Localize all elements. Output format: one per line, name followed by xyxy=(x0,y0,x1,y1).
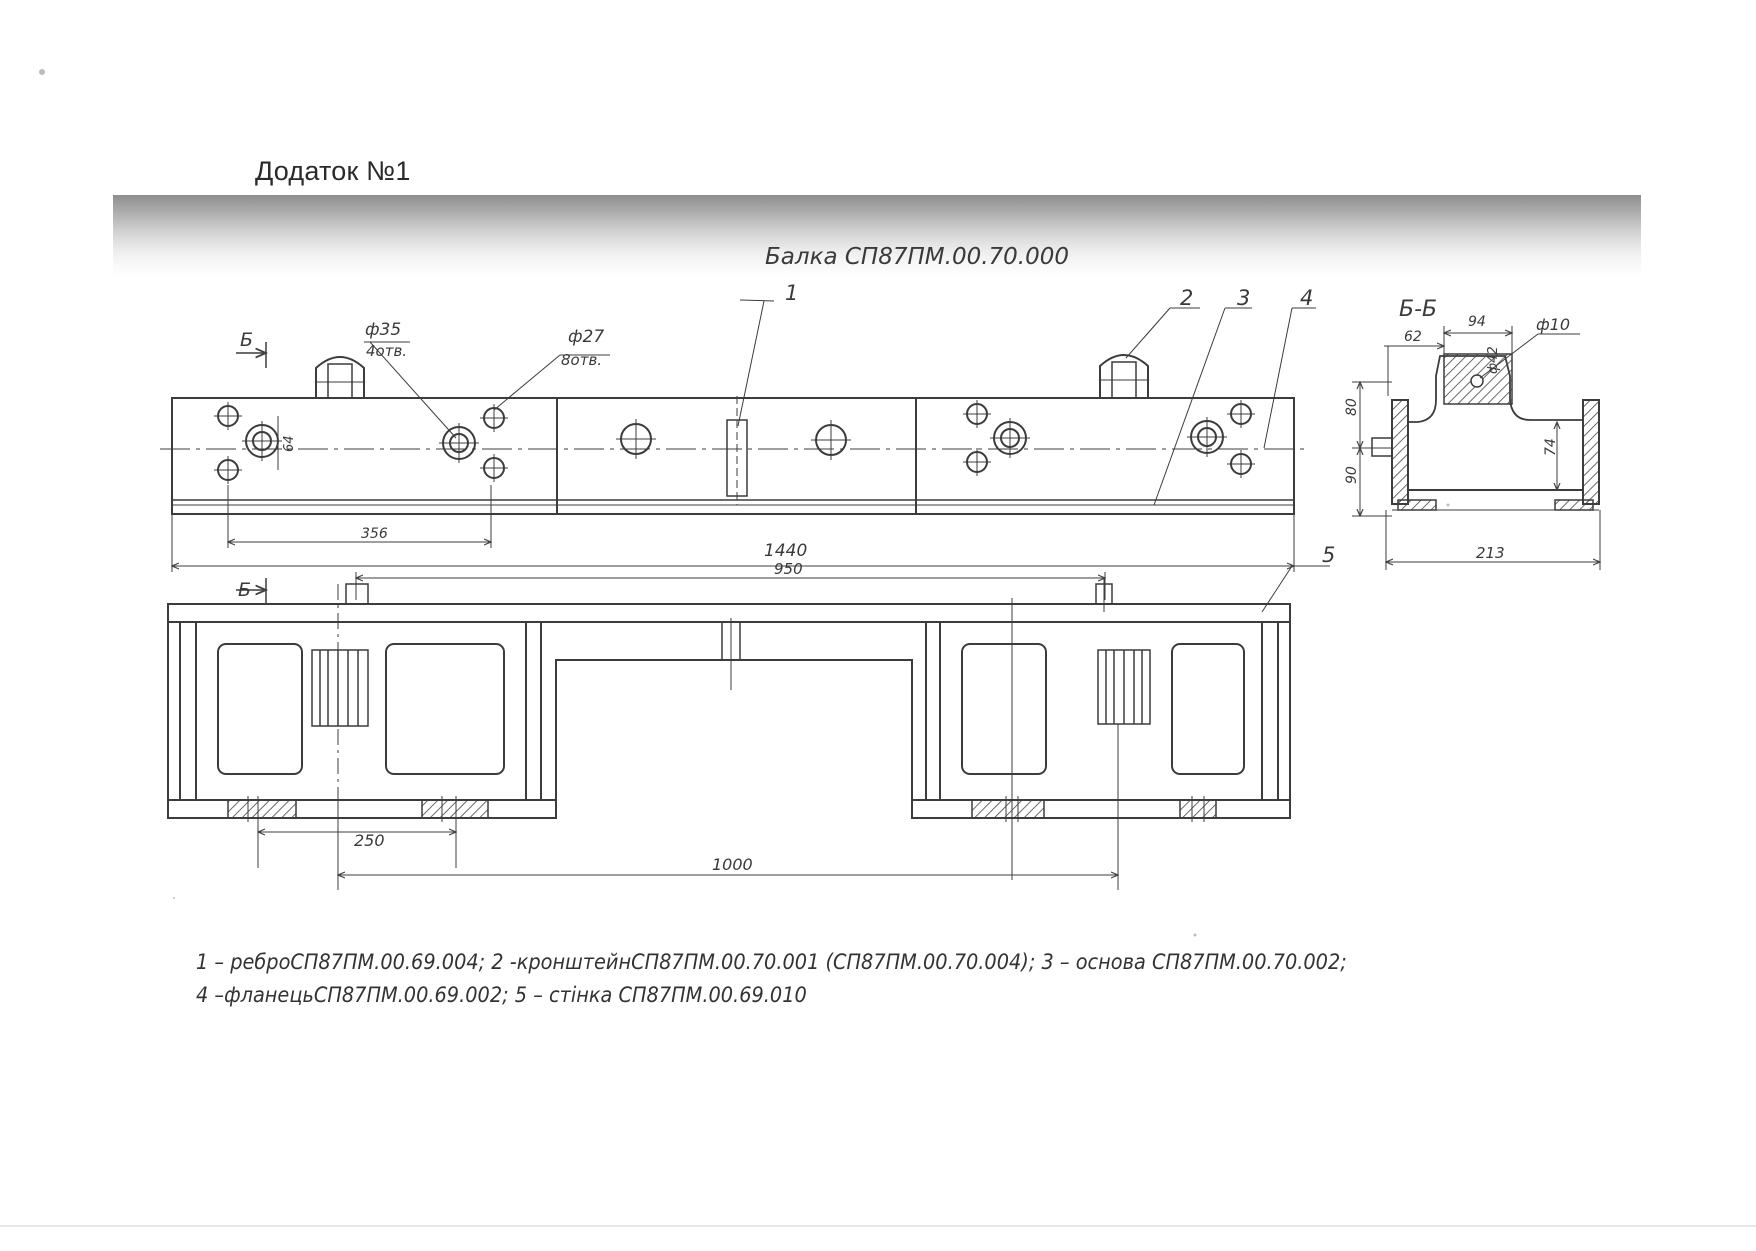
label-d27-count: 8отв. xyxy=(561,351,602,369)
window-2 xyxy=(385,643,505,775)
section-wall-right xyxy=(1582,399,1600,505)
section-base-left xyxy=(1397,499,1437,511)
dim-80: 80 xyxy=(1344,398,1360,416)
flange-4 xyxy=(1179,799,1217,819)
parts-list-line-1: 1 – реброСП87ПМ.00.69.004; 2 -кронштейнС… xyxy=(196,950,1347,974)
dim-64: 64 xyxy=(282,435,297,452)
parts-list-line-2: 4 –фланецьСП87ПМ.00.69.002; 5 – стінка С… xyxy=(196,983,807,1007)
section-base-right xyxy=(1554,499,1594,511)
bracket-left xyxy=(315,356,365,399)
hole-group-left xyxy=(214,402,508,484)
callout-1: 1 xyxy=(785,281,798,305)
callout-4: 4 xyxy=(1300,286,1313,310)
label-d10: ф10 xyxy=(1536,315,1570,334)
scan-speckle xyxy=(39,69,1450,937)
bracket-column-left xyxy=(311,583,369,800)
section-title: Б-Б xyxy=(1399,297,1437,322)
label-d42: ф42 xyxy=(1486,346,1501,374)
page-heading: Додаток №1 xyxy=(255,156,411,186)
dim-74: 74 xyxy=(1543,438,1559,456)
callout-3: 3 xyxy=(1237,286,1250,310)
scan-band xyxy=(113,195,1641,285)
bracket-right xyxy=(1099,354,1149,399)
leader-4 xyxy=(1263,307,1293,449)
leader-5 xyxy=(1261,565,1293,613)
label-d35-count: 4отв. xyxy=(366,342,407,360)
dim-356: 356 xyxy=(361,526,388,542)
front-outline xyxy=(167,603,1291,819)
dim-94: 94 xyxy=(1468,314,1486,330)
flange-2 xyxy=(421,799,489,819)
section-view xyxy=(1352,326,1600,570)
dim-90: 90 xyxy=(1344,466,1360,484)
window-4 xyxy=(1171,643,1245,775)
dim-1000: 1000 xyxy=(712,855,753,874)
bracket-column-right xyxy=(1095,578,1151,725)
dim-950: 950 xyxy=(774,560,803,578)
window-1 xyxy=(217,643,303,775)
label-d35: ф35 xyxy=(365,320,401,340)
dim-1440: 1440 xyxy=(764,541,807,561)
section-wall-left xyxy=(1391,399,1409,505)
flange-1 xyxy=(227,799,297,819)
leader-d35 xyxy=(369,341,457,439)
front-view xyxy=(167,565,1330,890)
leader-3 xyxy=(1153,307,1226,506)
top-view xyxy=(160,299,1316,572)
section-mark-label-top: Б xyxy=(240,329,253,351)
dim-62: 62 xyxy=(1404,329,1422,345)
hole-group-right xyxy=(963,400,1255,478)
dim-250: 250 xyxy=(354,831,385,850)
leader-d27 xyxy=(493,354,561,411)
window-3 xyxy=(961,643,1047,775)
leader-1 xyxy=(739,299,775,302)
flange-3 xyxy=(971,799,1045,819)
callout-5: 5 xyxy=(1322,543,1335,567)
leader-2 xyxy=(1125,307,1171,359)
label-d27: ф27 xyxy=(568,327,604,347)
base-plate-outline xyxy=(171,397,1295,515)
section-mark-label-bottom: Б xyxy=(238,579,251,601)
callout-2: 2 xyxy=(1180,286,1193,310)
leader-d10 xyxy=(1479,333,1539,379)
dim-213: 213 xyxy=(1476,544,1505,562)
drawing-title: Балка СП87ПМ.00.70.000 xyxy=(765,244,1069,270)
hole-group-middle xyxy=(616,396,851,505)
